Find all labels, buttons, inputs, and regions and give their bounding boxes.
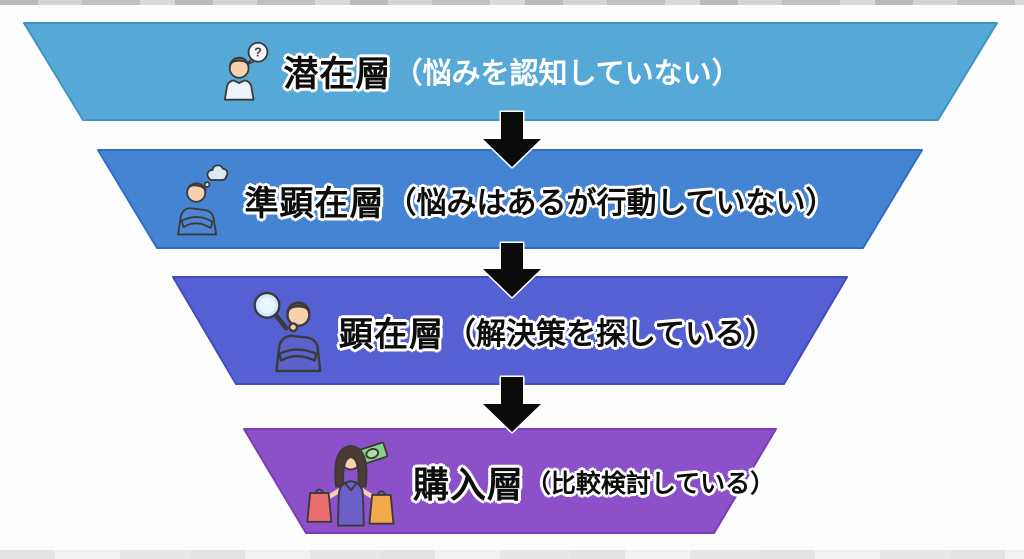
video-noise-top: [0, 0, 1024, 5]
stage-label: 準顕在層: [244, 184, 385, 223]
stage-note: （比較検討している）: [525, 470, 776, 498]
stage-row-latent: ? 潜在層 （悩みを認知していない）: [219, 36, 741, 106]
stage-row-apparent: 顕在層 （解決策を探している）: [249, 287, 775, 375]
stage-note: （解決策を探している）: [445, 318, 776, 351]
person-thinking-icon: [177, 164, 229, 236]
stage-shape-2: [97, 149, 923, 249]
stage-trapezoid-1: [23, 22, 998, 121]
stage-label: 購入層: [412, 464, 524, 505]
video-noise-bottom: [0, 550, 1024, 559]
down-arrow-3: [481, 375, 543, 434]
down-arrow-2: [481, 241, 543, 299]
svg-text:?: ?: [254, 46, 262, 60]
stage-row-purchase: 購入層 （比較検討している）: [301, 434, 775, 530]
flow-arrows: [481, 110, 543, 434]
stage-note: （悩みはあるが行動していない）: [386, 187, 836, 220]
stage-note: （悩みを認知していない）: [393, 58, 741, 90]
stage-row-semi-apparent: 準顕在層 （悩みはあるが行動していない）: [174, 160, 836, 240]
stage-label: 潜在層: [283, 54, 392, 94]
stage-shape-1: [23, 22, 998, 121]
stage-trapezoid-3: [172, 276, 848, 385]
stage-trapezoid-2: [97, 149, 923, 249]
stage-label: 顕在層: [338, 315, 444, 354]
shopping-person-icon: [306, 441, 395, 527]
person-magnifier-icon: [253, 291, 322, 373]
down-arrow-1: [481, 110, 543, 169]
person-question-icon: ?: [223, 41, 269, 101]
stage-shape-3: [172, 276, 848, 385]
